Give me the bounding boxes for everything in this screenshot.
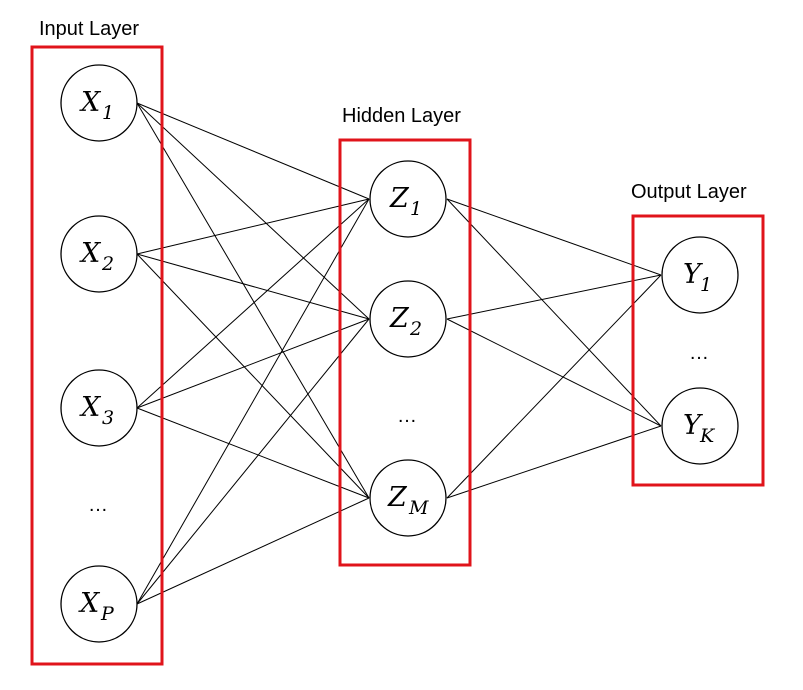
connection-z2-yk (446, 318, 662, 427)
node-y1-label: Y (683, 259, 703, 290)
node-y1: Y 1 (661, 236, 739, 314)
hidden-layer-box (338, 138, 472, 567)
connection-zm-y1 (446, 274, 662, 499)
output-layer-title: Output Layer (631, 181, 747, 203)
node-x3-label: X (79, 392, 102, 423)
connection-x2-z2 (136, 253, 370, 320)
node-z2-subscript: 2 (409, 318, 422, 340)
node-xp-subscript: P (100, 603, 115, 625)
node-y1-subscript: 1 (700, 274, 712, 296)
node-x2: X 2 (60, 215, 138, 293)
node-xp: X P (60, 565, 138, 643)
connection-x3-z2 (136, 318, 370, 409)
connection-x2-z1 (136, 198, 370, 255)
connection-x1-zm (136, 102, 370, 499)
node-yk-label: Y (683, 410, 703, 441)
connection-zm-yk (446, 425, 662, 499)
connection-z2-y1 (446, 274, 662, 320)
node-zm-subscript: M (408, 497, 429, 519)
connection-x3-z1 (136, 198, 370, 409)
connection-x2-zm (136, 253, 370, 499)
input-layer-ellipsis: … (88, 494, 108, 516)
node-x2-subscript: 2 (101, 253, 114, 275)
connection-x3-zm (136, 407, 370, 499)
connection-z1-y1 (446, 198, 662, 276)
node-x1: X 1 (60, 64, 138, 142)
node-z2-label: Z (389, 303, 410, 334)
node-x2-label: X (79, 238, 102, 269)
node-yk: Y K (661, 387, 739, 465)
input-layer-title: Input Layer (39, 18, 139, 40)
node-x3-subscript: 3 (102, 407, 114, 429)
output-layer-ellipsis: … (689, 342, 709, 364)
connection-z1-yk (446, 198, 662, 427)
node-x1-label: X (79, 87, 102, 118)
hidden-layer-ellipsis: … (397, 405, 417, 427)
connection-lines (136, 102, 662, 605)
node-z1: Z 1 (369, 160, 447, 238)
connection-x1-z1 (136, 102, 370, 200)
node-z1-label: Z (389, 183, 410, 214)
node-x3: X 3 (60, 369, 138, 447)
connection-x1-z2 (136, 102, 370, 320)
node-zm-label: Z (387, 482, 408, 513)
connection-xp-z1 (136, 198, 370, 605)
connection-xp-zm (136, 497, 370, 605)
node-z1-subscript: 1 (410, 198, 422, 220)
node-yk-subscript: K (699, 425, 716, 447)
connection-xp-z2 (136, 318, 370, 605)
hidden-layer-title: Hidden Layer (342, 105, 461, 127)
node-x1-subscript: 1 (102, 102, 114, 124)
node-z2: Z 2 (369, 280, 447, 358)
node-zm: Z M (369, 459, 447, 537)
input-layer-box (30, 45, 164, 666)
node-xp-label: X (78, 588, 101, 619)
output-layer-box (631, 214, 765, 487)
